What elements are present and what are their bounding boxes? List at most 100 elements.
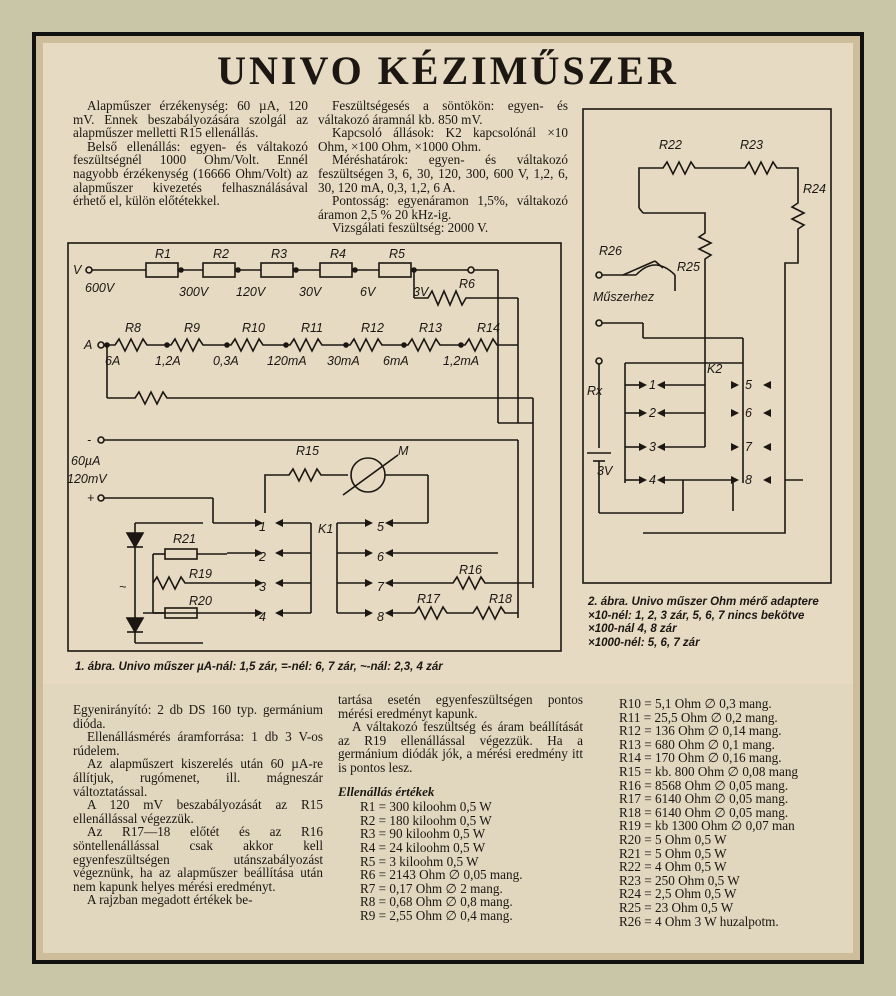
label-r9: R9 — [184, 321, 200, 335]
label-30v: 30V — [299, 285, 323, 299]
k1-contacts — [255, 519, 393, 617]
k2-pos-4: 4 — [649, 473, 656, 487]
switch-pos-7: 7 — [377, 580, 385, 594]
list-item: R16 = 8568 Ohm ∅ 0,05 mang. — [619, 777, 789, 793]
terminal-minus — [97, 436, 105, 444]
label-120ma: 120mA — [267, 354, 307, 368]
body-paragraph: Ellenállásmérés áramforrása: 1 db 3 V-os… — [73, 729, 323, 758]
lower-section-background — [43, 684, 853, 953]
label-120mv: 120mV — [67, 472, 108, 486]
article-title: UNIVO KÉZIMŰSZER — [217, 48, 679, 93]
label-r6: R6 — [459, 277, 475, 291]
list-item: R8 = 0,68 Ohm ∅ 0,8 mang. — [360, 894, 513, 910]
label-r11: R11 — [301, 321, 323, 335]
label-6v: 6V — [360, 285, 377, 299]
label-3v: 3V — [413, 285, 430, 299]
figure2-caption-line: ×1000-nél: 5, 6, 7 zár — [588, 636, 700, 649]
resistor-r25 — [643, 212, 713, 333]
pot-r26 — [635, 264, 676, 276]
label-600v: 600V — [85, 281, 116, 295]
terminal-a — [97, 341, 105, 349]
label-r15: R15 — [296, 444, 319, 458]
intro-left-column: Alapműszer érzékenység: 60 µA, 120 mV. E… — [73, 99, 308, 208]
label-v: V — [73, 263, 83, 277]
resistor-r17-r18 — [414, 605, 518, 621]
resistor-r15 — [264, 467, 348, 513]
figure2-caption: 2. ábra. Univo műszer Ohm mérő adaptere … — [588, 596, 853, 650]
label-r2: R2 — [213, 247, 229, 261]
label-r20: R20 — [189, 594, 212, 608]
body-paragraph: A rajzban megadott értékek be- — [87, 892, 253, 908]
switch-pos-5: 5 — [377, 520, 384, 534]
k2-contacts — [639, 381, 771, 484]
list-item: R7 = 0,17 Ohm ∅ 2 mang. — [360, 880, 503, 896]
label-rx: Rx — [587, 384, 603, 398]
k2-pos-1: 1 — [649, 378, 656, 392]
label-muszerhez: Műszerhez — [593, 290, 655, 304]
label-60ua: 60µA — [71, 454, 100, 468]
bottom-middle-column: tartása esetén egyenfeszültségen pontos … — [338, 693, 583, 923]
figure2-schematic — [582, 108, 832, 584]
spec-paragraph: Kapcsoló állások: K2 kapcsolónál ×10 Ohm… — [318, 125, 568, 154]
resistor-values-heading: Ellenállás értékek — [338, 783, 435, 799]
label-battery-3v: 3V — [597, 464, 614, 478]
figure1-schematic — [67, 242, 562, 652]
list-item: R1 = 300 kiloohm 0,5 W — [360, 799, 492, 815]
list-item: R6 = 2143 Ohm ∅ 0,05 mang. — [360, 867, 523, 883]
schematic-drawings: V 600V 300V 120V 30V 6V 3V R1 R2 R3 R4 R… — [67, 108, 832, 652]
label-r19: R19 — [189, 567, 212, 581]
list-item: R5 = 3 kiloohm 0,5 W — [360, 853, 479, 869]
switch-pos-8: 8 — [377, 610, 384, 624]
k2-pos-7: 7 — [745, 440, 753, 454]
list-item: R25 = 23 Ohm 0,5 W — [619, 899, 734, 915]
figure2-border — [582, 108, 832, 584]
r22-r23-r24-chain — [638, 160, 806, 534]
intro-paragraph: Belső ellenállás: egyen- és váltakozó fe… — [73, 138, 308, 209]
switch-pos-1: 1 — [259, 520, 266, 534]
label-r3: R3 — [271, 247, 287, 261]
bottom-left-column: Egyenirányító: 2 db DS 160 typ. germániu… — [73, 703, 323, 907]
k2-pos-3: 3 — [649, 440, 656, 454]
figure2-caption-line: ×10-nél: 1, 2, 3 zár, 5, 6, 7 nincs bekö… — [588, 609, 805, 622]
figure2-labels: R22 R23 R24 R25 R26 Műszerhez Rx 3V K2 1… — [587, 138, 826, 487]
terminal-v — [85, 266, 93, 274]
list-item: R10 = 5,1 Ohm ∅ 0,3 mang. — [619, 696, 772, 711]
label-r4: R4 — [330, 247, 346, 261]
label-6a: 6A — [105, 354, 120, 368]
switch-pos-6: 6 — [377, 550, 384, 564]
shunt-chain — [104, 337, 518, 353]
list-item: R2 = 180 kiloohm 0,5 W — [360, 812, 492, 828]
body-paragraph: tartása esetén egyenfeszültségen pontos … — [338, 692, 583, 721]
label-6ma: 6mA — [383, 354, 409, 368]
list-item: R24 = 2,5 Ohm 0,5 W — [619, 886, 737, 902]
body-paragraph: A váltakozó feszültség és áram beállítás… — [338, 719, 583, 775]
label-r21: R21 — [173, 532, 196, 546]
list-item: R15 = kb. 800 Ohm ∅ 0,08 mang — [619, 763, 799, 779]
label-30ma: 30mA — [327, 354, 360, 368]
list-item: R9 = 2,55 Ohm ∅ 0,4 mang. — [360, 907, 513, 923]
label-m: M — [398, 444, 409, 458]
list-item: R22 = 4 Ohm 0,5 W — [619, 859, 727, 875]
body-paragraph: A 120 mV beszabályozását az R15 ellenáll… — [73, 797, 323, 826]
spec-paragraph: Méréshatárok: egyen- és váltakozó feszül… — [318, 152, 568, 195]
label-r25: R25 — [677, 260, 700, 274]
list-item: R4 = 24 kiloohm 0,5 W — [360, 839, 486, 855]
figure2-caption-line: ×100-nál 4, 8 zár — [588, 623, 677, 635]
label-300v: 300V — [179, 285, 210, 299]
label-r26: R26 — [599, 244, 622, 258]
resistor-r2 — [202, 262, 236, 278]
label-r1: R1 — [155, 247, 171, 261]
label-r22: R22 — [659, 138, 682, 152]
figure1-labels: V 600V 300V 120V 30V 6V 3V R1 R2 R3 R4 R… — [67, 247, 512, 624]
resistor-r21 — [164, 548, 198, 560]
figure1-border — [67, 242, 562, 652]
spec-paragraph: Vizsgálati feszültség: 2000 V. — [332, 220, 489, 236]
list-item: R17 = 6140 Ohm ∅ 0,05 mang. — [619, 791, 789, 807]
label-0-3a: 0,3A — [213, 354, 239, 368]
figure1-caption: 1. ábra. Univo műszer µA-nál: 1,5 zár, =… — [75, 661, 443, 673]
list-item: R13 = 680 Ohm ∅ 0,1 mang. — [619, 736, 775, 752]
label-a: A — [83, 338, 92, 352]
figure2-caption-title: 2. ábra. Univo műszer Ohm mérő adaptere — [588, 596, 819, 608]
label-1-2ma: 1,2mA — [443, 354, 479, 368]
k2-pos-6: 6 — [745, 406, 752, 420]
